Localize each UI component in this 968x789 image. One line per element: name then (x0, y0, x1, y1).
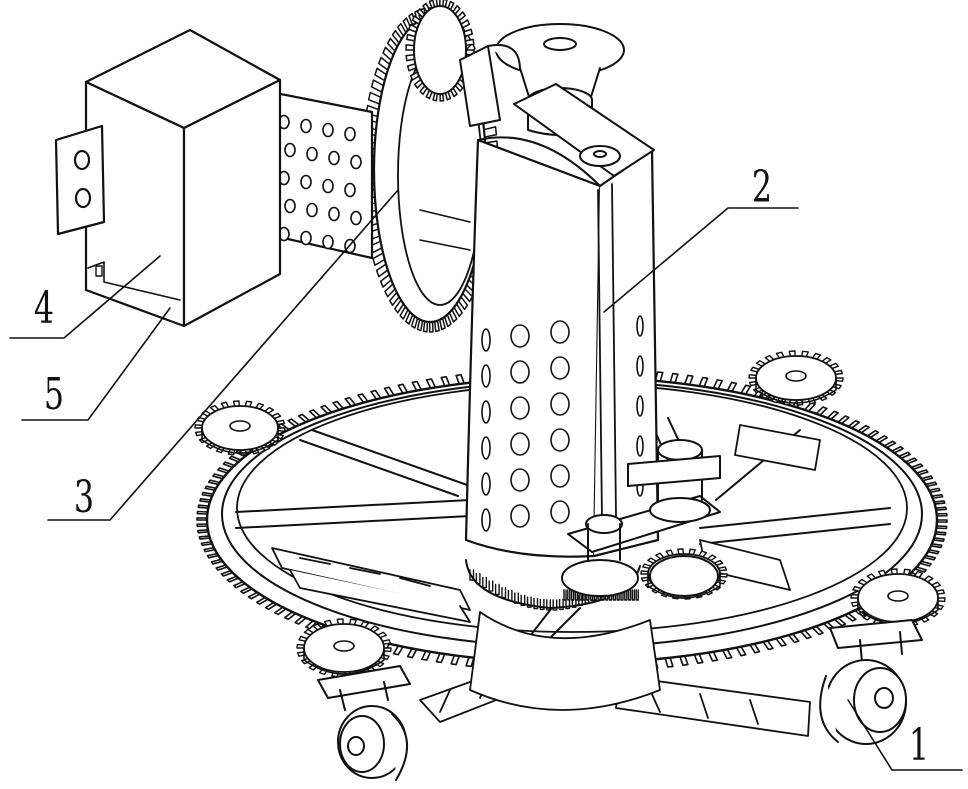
drum-hole (323, 124, 333, 137)
drum-hole (301, 176, 311, 189)
drum-hole (301, 232, 311, 245)
drum-hole (285, 200, 295, 213)
column-hole (482, 365, 490, 387)
callout-label-3: 3 (74, 476, 94, 520)
column-hole (551, 465, 569, 487)
column-hole (637, 396, 643, 416)
callout-label-2: 2 (752, 166, 772, 210)
drum-hole (307, 148, 317, 161)
linkage-gear-tooth (568, 590, 570, 600)
column-hole (637, 436, 643, 456)
column-hole (551, 393, 569, 415)
drum-hole (307, 204, 317, 217)
motor-box (56, 30, 280, 326)
column-hole (551, 501, 569, 523)
drum-hole (345, 184, 355, 197)
column-hole (551, 357, 569, 379)
linkage-gear-tooth (629, 590, 631, 600)
linkage-gear-tooth (564, 590, 566, 600)
column-hole (511, 361, 529, 383)
callout-label-4: 4 (34, 287, 54, 331)
column-hole (482, 473, 490, 495)
drum-hole (345, 128, 355, 141)
drum-hole (323, 236, 333, 249)
column-hole (511, 505, 529, 527)
column-hole (637, 356, 643, 376)
drum-hole (351, 212, 361, 225)
central-column (466, 137, 658, 556)
drum-hole (351, 156, 361, 169)
linkage-gear-tooth (636, 590, 638, 600)
small-gear (749, 351, 843, 405)
column-hole (482, 437, 490, 459)
column-hole (511, 469, 529, 491)
callout-label-1: 1 (909, 724, 929, 768)
column-hole (482, 509, 490, 531)
column-hole (637, 316, 643, 336)
callout-label-5: 5 (44, 373, 64, 417)
column-hole (511, 397, 529, 419)
drum-hole (323, 180, 333, 193)
drum-hole (329, 152, 339, 165)
column-hole (511, 433, 529, 455)
column-hole (482, 329, 490, 351)
column-hole (482, 401, 490, 423)
column-hole (511, 325, 529, 347)
drum-hole (301, 120, 311, 133)
column-hole (551, 321, 569, 343)
column-hole (551, 429, 569, 451)
drum-hole (285, 144, 295, 157)
drum-hole (329, 208, 339, 221)
linkage-gear-tooth (632, 590, 634, 600)
